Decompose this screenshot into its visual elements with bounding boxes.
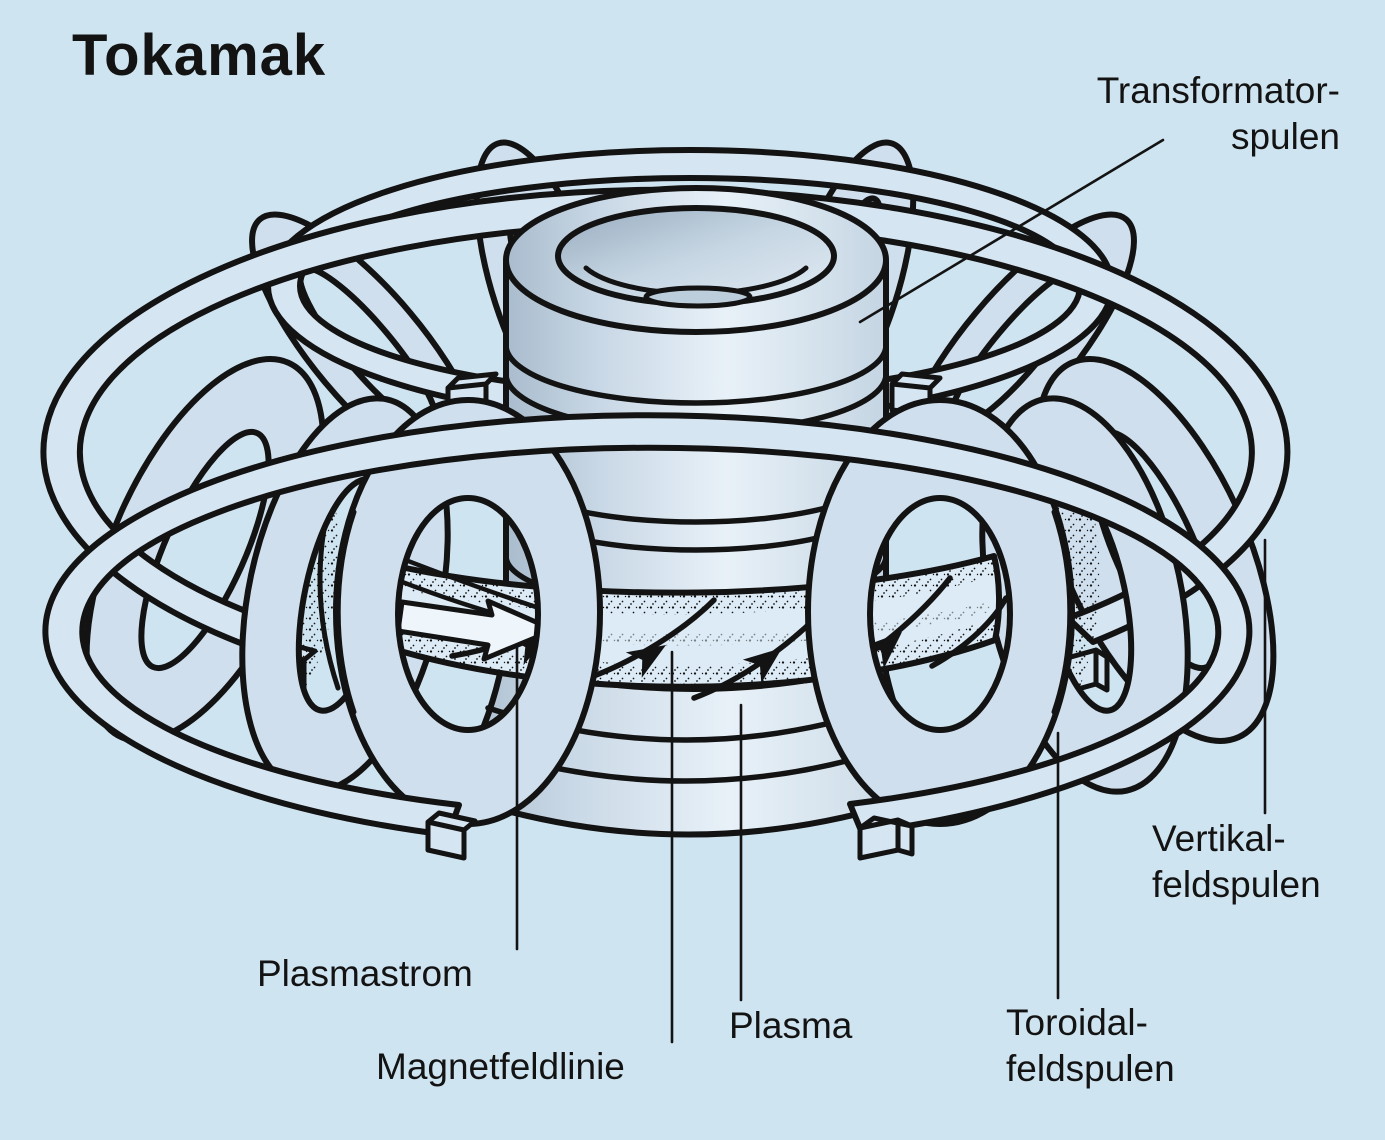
- label-plasma-current: Plasmastrom: [257, 953, 473, 994]
- label-plasma: Plasma: [729, 1005, 853, 1046]
- page-title: Tokamak: [72, 23, 327, 88]
- field-arrowhead-3: [742, 648, 782, 684]
- magnetic-field-line-5: [929, 595, 1009, 669]
- transformer-hole-core: [643, 285, 753, 309]
- label-toroidal-field-coils-line2: feldspulen: [1006, 1048, 1175, 1089]
- label-magnetic-field-line: Magnetfeldlinie: [376, 1046, 625, 1087]
- label-transformer-coils: Transformator- spulen: [1097, 68, 1340, 160]
- field-arrowhead-2: [625, 645, 666, 678]
- label-transformer-coils-line1: Transformator-: [1096, 70, 1340, 111]
- label-toroidal-field-coils-line1: Toroidal-: [1006, 1002, 1148, 1043]
- leader-transformer-coils: [858, 138, 1165, 324]
- transformer-ring-line-1: [503, 342, 889, 406]
- leader-lines: [515, 138, 1267, 1044]
- label-vertical-field-coils: Vertikal- feldspulen: [1152, 816, 1321, 908]
- label-toroidal-field-coils: Toroidal- feldspulen: [1006, 1000, 1175, 1092]
- field-arrowhead-4: [863, 632, 902, 669]
- label-vertical-field-coils-line1: Vertikal-: [1152, 818, 1286, 859]
- vertical-field-coil-lower-end-right: [857, 815, 915, 861]
- label-transformer-coils-line2: spulen: [1230, 116, 1340, 157]
- label-vertical-field-coils-line2: feldspulen: [1152, 864, 1321, 905]
- vertical-field-coil-lower-end-left: [425, 810, 478, 861]
- toroidal-coil-front-left: [333, 397, 603, 827]
- plasma-current-arrow: [395, 598, 557, 662]
